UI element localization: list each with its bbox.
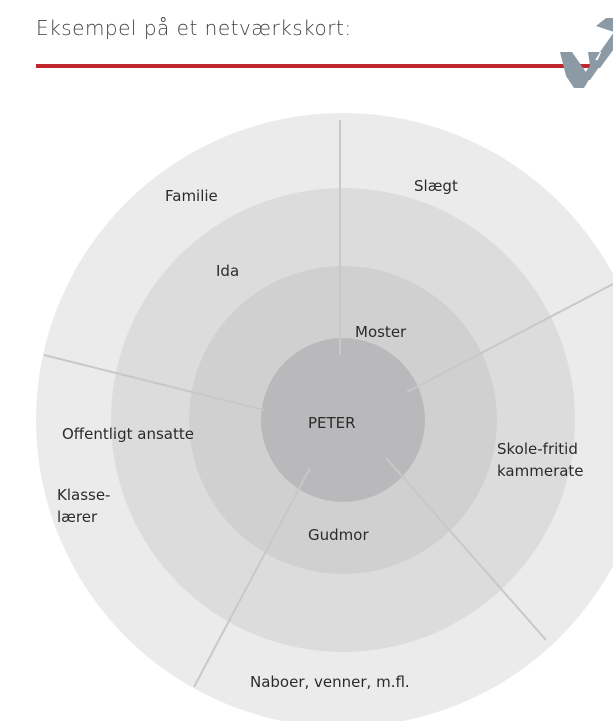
person-klasselaerer: Klasse- [57, 486, 110, 504]
sector-slaegt: Slægt [414, 177, 458, 195]
logo-icon [560, 18, 613, 88]
person-moster: Moster [355, 323, 407, 341]
person-gudmor: Gudmor [308, 526, 369, 544]
divider-lower-right [385, 457, 547, 641]
sector-offentligt: Offentligt ansatte [62, 425, 194, 443]
person-ida: Ida [216, 262, 239, 280]
sector-skole-fritid-line2: kammerate [497, 462, 584, 480]
header-rule [36, 64, 596, 68]
page-title: Eksempel på et netværkskort: [36, 16, 352, 40]
person-klasselaerer-line2: lærer [57, 508, 98, 526]
sector-skole-fritid: Skole-fritid [497, 440, 578, 458]
center-label: PETER [308, 414, 356, 432]
sector-familie: Familie [165, 187, 218, 205]
divider-left [43, 354, 265, 411]
center-circle [261, 338, 425, 502]
divider-upper-right [406, 283, 613, 393]
sector-naboer: Naboer, venner, m.fl. [250, 673, 410, 691]
divider-lower-left [193, 467, 311, 688]
